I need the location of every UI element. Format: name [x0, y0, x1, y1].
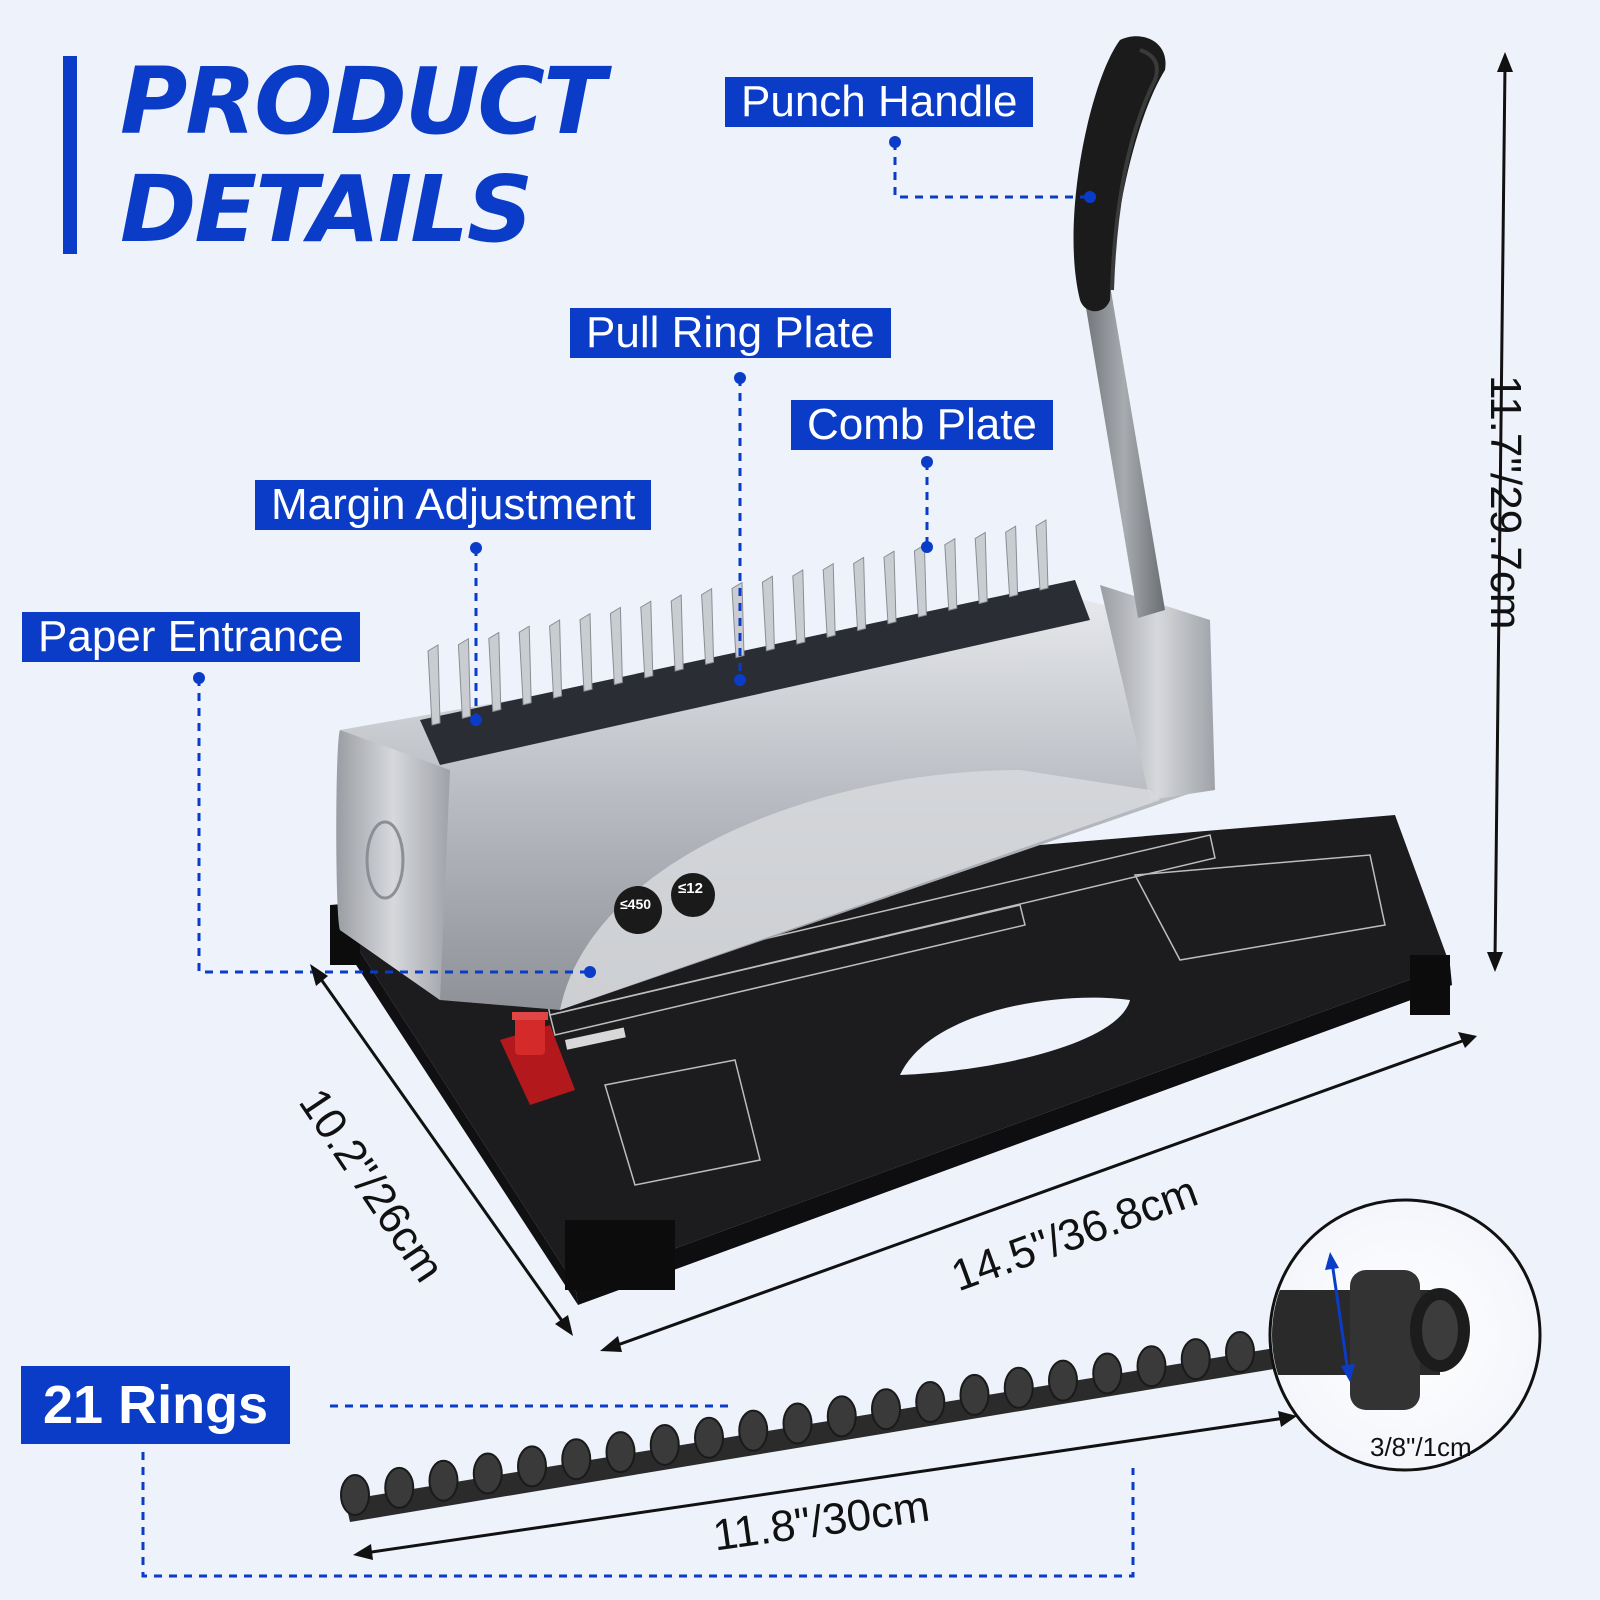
label-comb-plate: Comb Plate — [791, 400, 1053, 450]
comb-tooth — [457, 637, 471, 719]
comb-ring-loop — [1225, 1331, 1255, 1373]
label-margin-adjustment: Margin Adjustment — [255, 480, 652, 530]
comb-tooth — [701, 587, 715, 665]
label-paper-entrance: Paper Entrance — [22, 612, 360, 662]
comb-ring-loop — [384, 1466, 415, 1509]
comb-tooth — [883, 550, 897, 625]
comb-ring-loop — [649, 1423, 680, 1466]
comb-ring-loop — [738, 1409, 769, 1452]
binding-comb-ring — [340, 1331, 1280, 1522]
comb-ring-loop — [561, 1438, 592, 1481]
comb-tooth — [488, 631, 502, 713]
comb-ring-loop — [472, 1452, 503, 1495]
comb-tooth — [670, 594, 684, 672]
comb-ring-loop — [826, 1395, 857, 1438]
comb-teeth — [427, 519, 1049, 726]
ring-zoom-circle — [1268, 1198, 1542, 1472]
comb-ring-loop — [1003, 1366, 1034, 1409]
comb-tooth — [822, 562, 836, 638]
punch-handle-assembly — [1073, 36, 1166, 618]
comb-tooth — [1005, 525, 1019, 598]
badge-bind-sheets: ≤12 — [678, 880, 703, 897]
comb-ring-loop — [1048, 1359, 1078, 1402]
comb-ring-loop — [1136, 1345, 1167, 1388]
label-rings: 21 Rings — [21, 1366, 291, 1444]
comb-tooth — [549, 619, 563, 699]
comb-ring-loop — [428, 1459, 459, 1502]
title-line-1: PRODUCT — [120, 48, 606, 155]
comb-ring-loop — [871, 1388, 901, 1431]
comb-tooth — [609, 606, 623, 686]
badge-punch-sheets: ≤450 — [620, 896, 652, 912]
comb-tooth — [944, 537, 958, 611]
leader-dots — [193, 136, 1096, 978]
comb-ring-loop — [605, 1431, 636, 1474]
dimension-ring-diameter: 3/8"/1cm — [1370, 1432, 1472, 1462]
label-punch-handle: Punch Handle — [725, 77, 1034, 127]
comb-tooth — [427, 644, 441, 726]
comb-tooth — [913, 544, 927, 618]
comb-ring-loop — [517, 1445, 547, 1488]
margin-adjustment-knob — [500, 1012, 575, 1105]
comb-ring-loop — [782, 1402, 813, 1445]
machine-body — [336, 580, 1215, 1010]
dimension-arrows — [310, 52, 1513, 1560]
title-accent-bar — [63, 56, 77, 254]
comb-tooth — [1035, 519, 1049, 591]
comb-ring-loop — [694, 1416, 724, 1459]
comb-tooth — [974, 531, 988, 605]
comb-ring-loop — [1180, 1338, 1211, 1381]
comb-tooth — [853, 556, 867, 632]
dimension-height: 11.7"/29.7cm — [1481, 375, 1530, 630]
comb-tooth — [792, 569, 806, 645]
comb-ring-loop — [959, 1373, 990, 1416]
comb-tooth — [579, 612, 593, 692]
label-pull-ring-plate: Pull Ring Plate — [570, 308, 891, 358]
comb-ring-loop — [1092, 1352, 1123, 1395]
comb-tooth — [640, 600, 654, 679]
leader-lines — [141, 142, 1135, 1578]
capacity-badges — [614, 873, 715, 934]
title-line-2: DETAILS — [120, 156, 533, 263]
comb-ring-loop — [915, 1381, 946, 1424]
comb-tooth — [761, 575, 775, 652]
comb-tooth — [518, 625, 532, 706]
comb-ring-loop — [340, 1474, 370, 1516]
page-title: PRODUCT DETAILS — [120, 48, 606, 264]
comb-tooth — [731, 581, 745, 659]
